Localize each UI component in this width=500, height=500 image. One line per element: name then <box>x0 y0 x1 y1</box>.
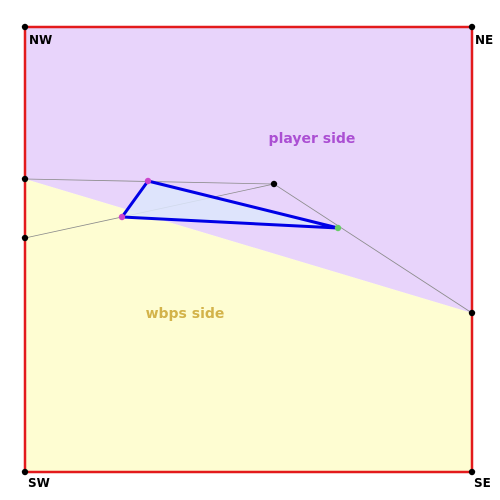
player-side-region <box>25 27 472 313</box>
triangle-vertex-top <box>144 177 152 185</box>
triangle-vertex-right <box>334 224 342 232</box>
corner-point-sw <box>21 468 29 476</box>
wbps-side-region <box>25 179 472 472</box>
corner-label-nw: NW <box>29 33 52 47</box>
player-side-label: player side <box>269 131 356 147</box>
map-border <box>23 25 474 474</box>
corner-label-sw: SW <box>28 476 50 490</box>
triangle-vertex-left <box>118 213 126 221</box>
right-edge-point <box>468 309 476 317</box>
corner-point-nw <box>21 23 29 31</box>
corner-label-ne: NE <box>475 33 493 47</box>
triangle-shape <box>120 179 340 230</box>
interior-point <box>270 180 278 188</box>
wbps-side-label: wbps side <box>146 306 225 322</box>
corner-label-se: SE <box>474 476 491 490</box>
left-edge-point-lower <box>21 234 29 242</box>
corner-point-ne <box>468 23 476 31</box>
left-edge-point-upper <box>21 175 29 183</box>
corner-point-se <box>468 468 476 476</box>
